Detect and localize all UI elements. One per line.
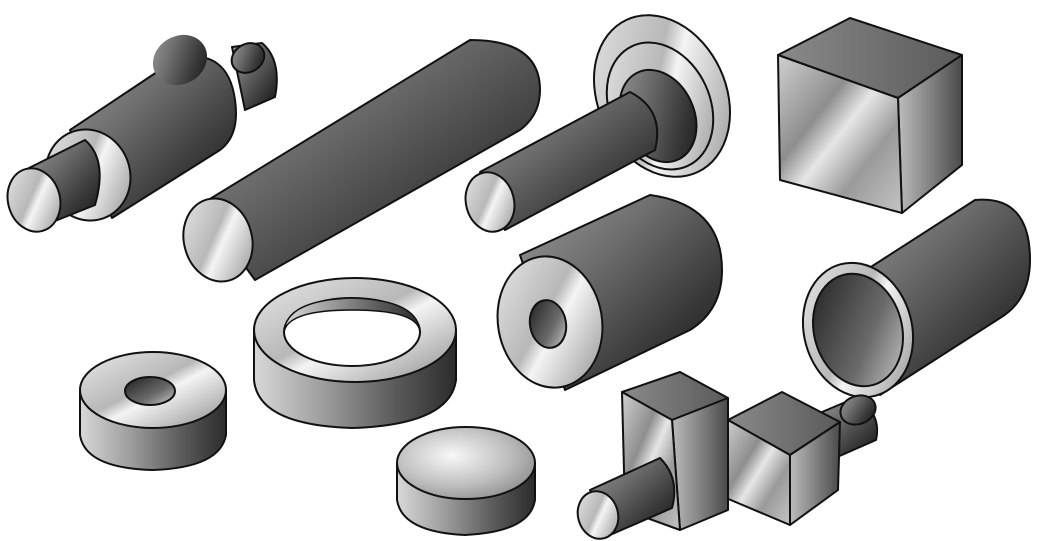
long-round-bar: [182, 39, 541, 283]
flanged-shaft: [464, 14, 732, 233]
double-block-shaft: [576, 371, 878, 540]
large-ring: [253, 277, 457, 429]
small-washer: [79, 351, 227, 471]
round-tube: [801, 198, 1031, 399]
thick-bushing: [496, 194, 723, 391]
stepped-shaft: [6, 34, 278, 233]
round-disc: [396, 426, 536, 536]
cube-block: [777, 17, 963, 214]
